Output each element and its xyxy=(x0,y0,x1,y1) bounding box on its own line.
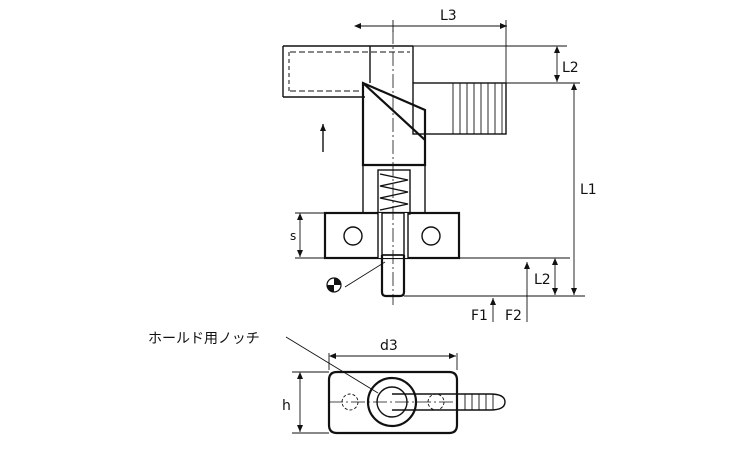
cam-body xyxy=(361,81,427,167)
label-l2-top: L2 xyxy=(562,60,579,76)
label-h: h xyxy=(282,398,291,414)
label-s: s xyxy=(290,229,296,243)
center-boss xyxy=(366,376,418,428)
label-l2-bottom: L2 xyxy=(534,272,551,288)
material-leader xyxy=(344,261,386,288)
label-l1: L1 xyxy=(580,182,597,198)
label-l3: L3 xyxy=(440,8,457,24)
flange-body xyxy=(323,211,461,260)
dimensions: L3 L2 L1 L2 F2 F1 s xyxy=(290,8,597,324)
knurled-handle xyxy=(412,82,507,135)
side-view xyxy=(282,30,507,305)
bottom-view: d3 h ホールド用ノッチ xyxy=(148,331,506,435)
section-symbol-icon xyxy=(326,277,342,293)
label-f2: F2 xyxy=(505,308,522,324)
notch-leader xyxy=(285,336,379,394)
label-d3: d3 xyxy=(380,338,398,354)
label-notch: ホールド用ノッチ xyxy=(148,331,260,347)
threaded-crossbar xyxy=(282,45,413,98)
spring-housing xyxy=(362,164,426,215)
label-f1: F1 xyxy=(471,308,488,324)
handle-top-view xyxy=(392,393,506,411)
flange-outline xyxy=(327,370,459,435)
